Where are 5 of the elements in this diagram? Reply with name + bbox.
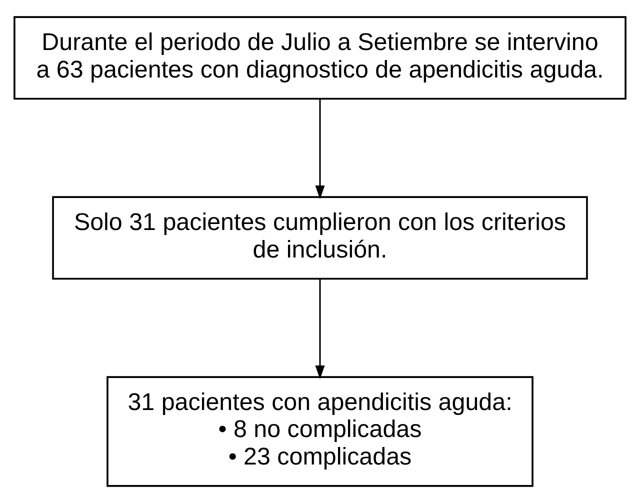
node-box: Durante el periodo de Julio a Setiembre se intervino a 63 pacientes con diagnostico de apendicitis aguda. <box>14 16 626 100</box>
arrow <box>315 278 325 379</box>
arrow <box>315 98 325 199</box>
node-box: Solo 31 pacientes cumplieron con los criterios de inclusión. <box>52 196 588 280</box>
node-box: 31 pacientes con apendicitis aguda: • 8 no complicadas • 23 complicadas <box>106 376 534 486</box>
